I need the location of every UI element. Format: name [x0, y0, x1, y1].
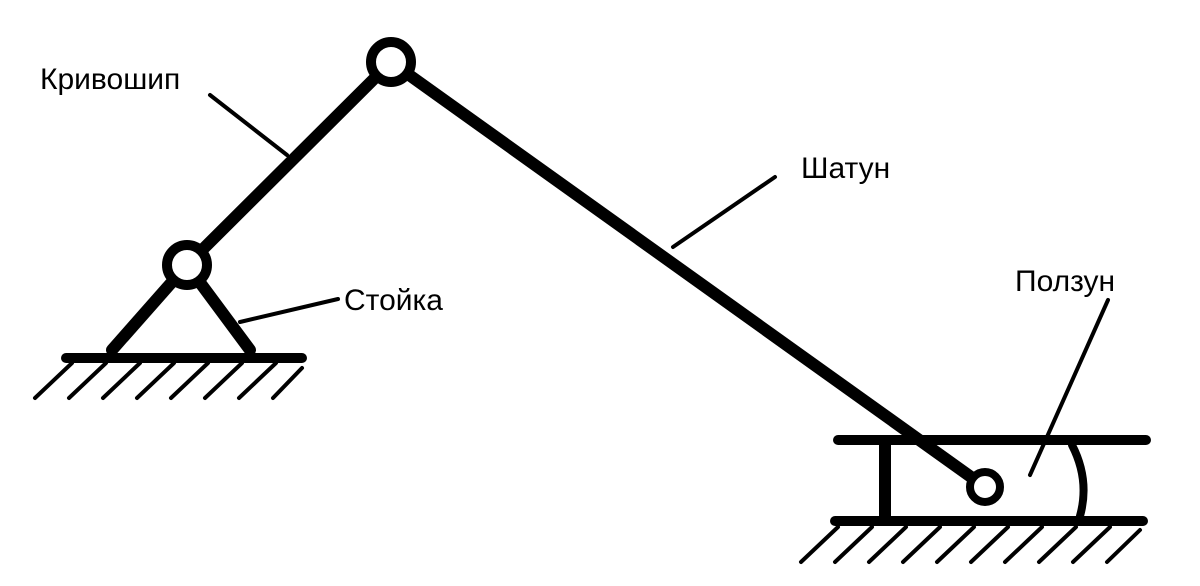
label-slider: Ползун	[1015, 265, 1115, 298]
right-ground-hatching	[799, 525, 1142, 564]
leader-crank	[208, 93, 289, 157]
leader-lines	[208, 93, 1110, 477]
left-ground-hatching	[33, 361, 304, 400]
label-frame: Стойка	[344, 284, 443, 317]
label-connecting-rod: Шатун	[801, 152, 890, 185]
leader-connecting-rod	[671, 175, 777, 249]
joint-crank-rod	[366, 37, 416, 87]
joint-crank-pivot	[162, 240, 212, 290]
connecting-rod-link	[385, 56, 991, 493]
leader-slider	[1028, 298, 1110, 477]
slider-body	[879, 439, 1088, 522]
label-crank: Кривошип	[40, 63, 180, 96]
slider-right-edge	[1068, 441, 1088, 520]
joint-slider-pin	[966, 468, 1004, 506]
leader-frame	[238, 297, 340, 324]
left-ground	[33, 353, 307, 400]
crank-link	[181, 56, 397, 271]
